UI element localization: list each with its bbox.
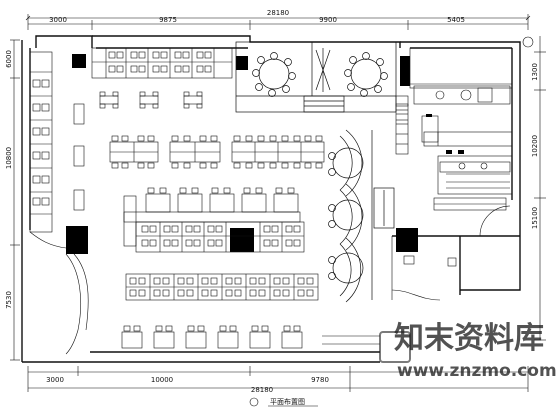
top-booths [91, 47, 233, 79]
table-set [281, 325, 303, 349]
watermark-url: www.znzmo.com [397, 361, 557, 381]
table-set [273, 187, 299, 213]
table-set [231, 135, 325, 169]
column [236, 56, 248, 70]
right-dimensions [522, 36, 546, 341]
watermark: 知末资料库 www.znzmo.com [379, 321, 557, 381]
plan-title-text: 平面布置图 [270, 397, 305, 406]
table-set [121, 325, 143, 349]
round-table [332, 199, 364, 231]
table-set [139, 91, 159, 109]
round-table [332, 147, 364, 179]
left-dimensions [10, 39, 20, 361]
structural-columns [66, 54, 418, 254]
table-set [169, 135, 221, 169]
table-set [177, 187, 203, 213]
kitchen-accents [426, 114, 464, 154]
lower-booth-row [125, 273, 319, 301]
column [72, 54, 86, 68]
table-set [99, 91, 119, 109]
bottom-segment-label: 10000 [151, 376, 173, 384]
right-segment-label: 15100 [531, 207, 539, 229]
dining-tables [73, 91, 380, 349]
table-set [249, 325, 271, 349]
column [230, 228, 254, 252]
left-segment-label: 10800 [5, 147, 13, 169]
left-segment-label: 7530 [5, 291, 13, 309]
top-dimensions [25, 14, 531, 30]
table-set [153, 325, 175, 349]
table-set [183, 91, 203, 109]
round-table [332, 252, 364, 284]
bottom-total-label: 28180 [251, 386, 273, 394]
left-booths [29, 51, 89, 355]
watermark-logo [379, 331, 411, 363]
top-total-label: 28180 [267, 9, 289, 17]
plan-title: 平面布置图 [249, 397, 318, 407]
left-segment-label: 6000 [5, 50, 13, 68]
private-rooms [235, 41, 397, 113]
curved-booths [328, 129, 395, 303]
bottom-segment-label: 9780 [311, 376, 329, 384]
sofa-row [123, 195, 305, 253]
outer-walls [21, 35, 521, 363]
bottom-dimensions [27, 366, 529, 392]
table-set [109, 135, 159, 169]
top-segment-label: 9875 [159, 16, 177, 24]
table-set [209, 187, 235, 213]
kitchen [391, 47, 513, 301]
top-segment-label: 9900 [319, 16, 337, 24]
table-set [73, 103, 85, 211]
right-segment-label: 1300 [531, 63, 539, 81]
watermark-title: 知末资料库 [394, 321, 544, 356]
table-set [185, 325, 207, 349]
table-set [241, 187, 267, 213]
bottom-segment-label: 3000 [46, 376, 64, 384]
top-segment-label: 5405 [447, 16, 465, 24]
right-segment-label: 10200 [531, 135, 539, 157]
top-segment-label: 3000 [49, 16, 67, 24]
table-set [217, 325, 239, 349]
column [396, 228, 418, 252]
table-set [145, 187, 171, 213]
column [66, 226, 88, 254]
column [400, 56, 410, 86]
